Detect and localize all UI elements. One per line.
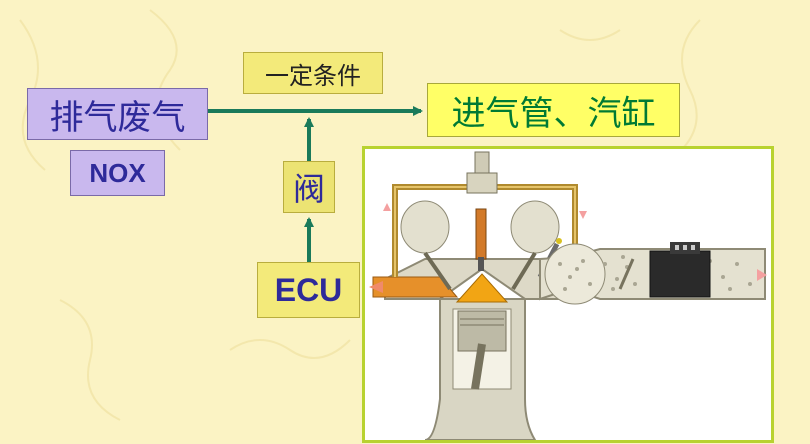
egr-engine-cutaway-illustration [369,151,767,441]
ecu-box: ECU [257,262,360,318]
intake-cylinder-box: 进气管、汽缸 [427,83,680,137]
valve-box: 阀 [283,161,335,213]
nox-box: NOX [70,150,165,196]
engine-illustration-frame [362,146,774,443]
condition-box: 一定条件 [243,52,383,94]
exhaust-gas-box: 排气废气 [27,88,208,140]
